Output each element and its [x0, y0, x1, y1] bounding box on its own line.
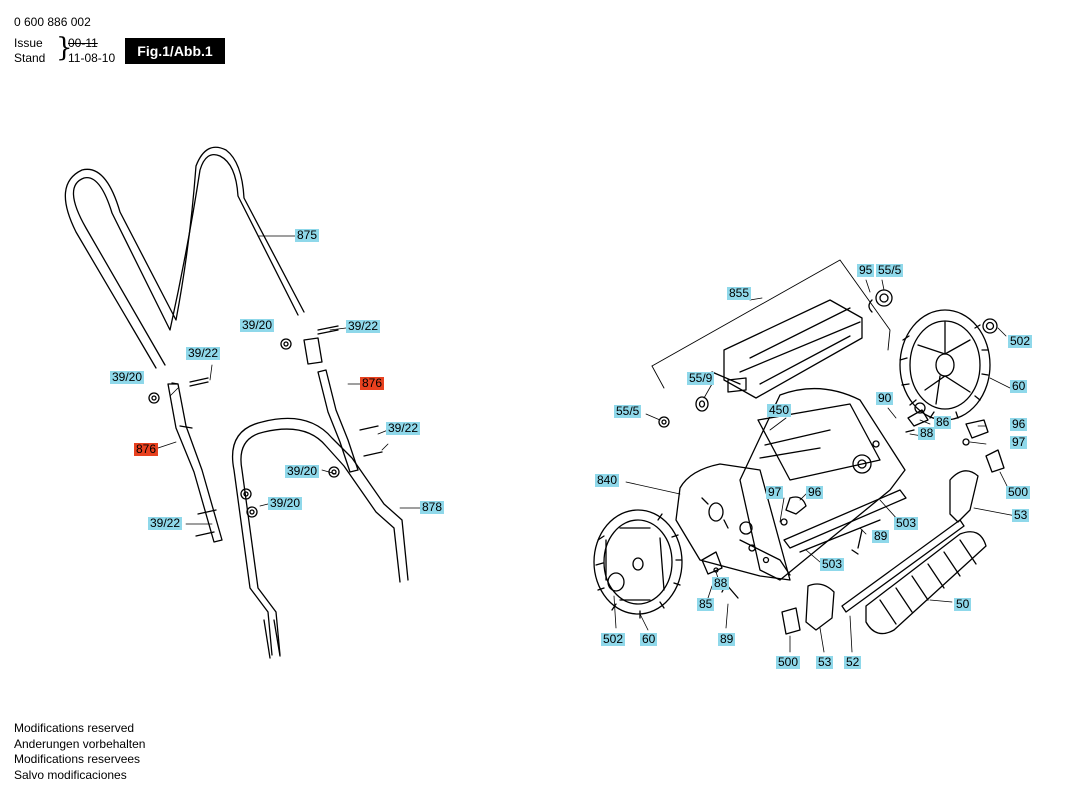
part-label: 55/5	[876, 263, 904, 277]
stand-date: 11-08-10	[68, 51, 116, 65]
part-label: 53	[1012, 508, 1030, 522]
part-label: 96	[1010, 417, 1028, 431]
part-label: 60	[1010, 379, 1028, 393]
part-label: 88	[712, 576, 730, 590]
part-label: 39/20	[240, 318, 275, 332]
part-label: 500	[1006, 485, 1031, 499]
lower-handle-878	[231, 417, 409, 659]
part-label: 503	[820, 557, 845, 571]
handle-tube-876-right	[303, 337, 359, 473]
part-label: 39/20	[285, 464, 320, 478]
part-label: 855	[727, 286, 752, 300]
part-label: 52	[844, 655, 862, 669]
part-label: 60	[640, 632, 658, 646]
issue-label: Issue	[14, 36, 43, 50]
upper-handle-875	[64, 146, 305, 369]
side-plate-840	[675, 463, 791, 581]
part-label: 90	[876, 391, 894, 405]
small-parts	[701, 402, 1005, 635]
rear-wheel-60	[899, 309, 991, 421]
part-label-highlight: 876	[360, 376, 385, 390]
leader-lines-right	[613, 279, 1017, 653]
part-label: 50	[954, 597, 972, 611]
part-label: 875	[295, 228, 320, 242]
screws-and-nuts	[148, 325, 383, 537]
cutting-cylinder-855	[711, 299, 863, 399]
part-label: 53	[816, 655, 834, 669]
handle-tube-876-left	[167, 382, 223, 543]
part-label: 503	[894, 516, 919, 530]
bearings	[658, 289, 998, 428]
bracket-855-outline	[651, 259, 891, 389]
part-label: 89	[718, 632, 736, 646]
figure-title: Fig.1/Abb.1	[125, 38, 225, 64]
part-label: 95	[857, 263, 875, 277]
part-label: 85	[697, 597, 715, 611]
part-label: 88	[918, 426, 936, 440]
footer-line: Modifications reserved	[14, 721, 135, 735]
part-label: 55/9	[687, 371, 715, 385]
roller-frame-450	[739, 387, 906, 581]
part-label: 502	[1008, 334, 1033, 348]
part-label: 39/20	[268, 496, 303, 510]
part-label: 97	[766, 485, 784, 499]
part-label: 89	[872, 529, 890, 543]
footer-line: Anderungen vorbehalten	[14, 736, 146, 751]
footer-line: Modifications reservees	[14, 752, 141, 766]
part-label: 500	[776, 655, 801, 669]
part-label: 39/22	[186, 346, 221, 360]
part-label: 97	[1010, 435, 1028, 449]
part-label: 840	[595, 473, 620, 487]
part-label: 39/22	[346, 319, 381, 333]
axle-rod-503	[783, 489, 907, 553]
part-label: 878	[420, 500, 445, 514]
roller-50	[865, 531, 987, 635]
part-label: 96	[806, 485, 824, 499]
part-number: 0 600 886 002	[14, 15, 91, 29]
part-label: 86	[934, 415, 952, 429]
part-label: 39/20	[110, 370, 145, 384]
footer-notes: Modifications reserved Anderungen vorbeh…	[14, 721, 145, 783]
footer-line: Salvo modificaciones	[14, 767, 127, 782]
part-label: 55/5	[614, 404, 642, 418]
leader-lines-left	[157, 235, 421, 525]
drive-shaft-52	[841, 519, 965, 613]
part-label: 450	[767, 403, 792, 417]
part-label: 39/22	[148, 516, 183, 530]
issue-date: 00-11	[68, 36, 98, 50]
brace-glyph: }	[56, 33, 73, 63]
stand-label: Stand	[14, 51, 46, 65]
part-label-highlight: 876	[134, 442, 159, 456]
part-label: 502	[601, 632, 626, 646]
part-label: 39/22	[386, 421, 421, 435]
front-wheel-60	[593, 509, 683, 619]
